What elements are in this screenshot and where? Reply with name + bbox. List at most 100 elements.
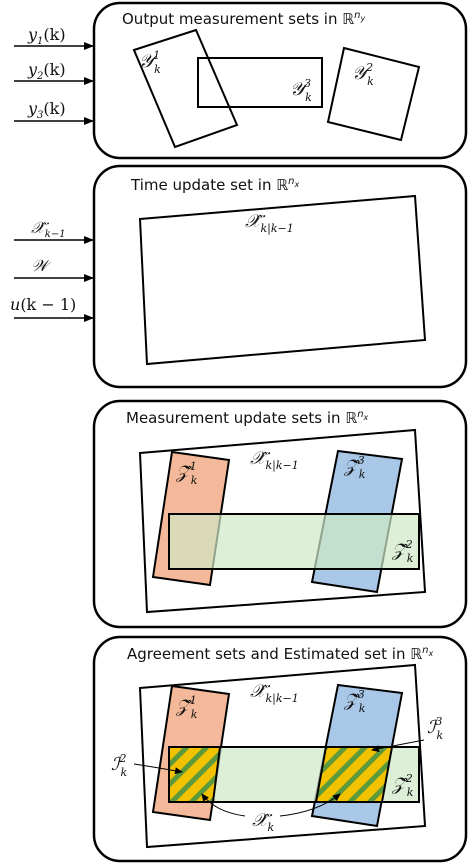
- set-z3-label: 𝒵̂: [343, 456, 362, 477]
- title-sup: n: [354, 10, 360, 21]
- set-y2: [326, 46, 421, 142]
- svg-text:Time update set in ℝnx: Time update set in ℝnx: [130, 176, 299, 194]
- svg-text:Agreement sets and Estimated s: Agreement sets and Estimated set in ℝnx: [127, 645, 433, 663]
- set-y3-sub: k: [305, 91, 312, 104]
- panel-time-update: Time update set in ℝnx 𝒳̂k|k−1: [92, 164, 468, 389]
- svg-text:𝒴1k: 𝒴1k: [139, 49, 161, 76]
- svg-text:y1(k): y1(k): [27, 25, 66, 47]
- set-z1-label: 𝒵̂: [175, 462, 194, 483]
- panel-frame: [92, 399, 468, 629]
- title-sup-sub: x: [293, 180, 299, 189]
- set-z3-label: 𝒵̂: [343, 690, 362, 711]
- set-y2-sup: 2: [365, 61, 373, 74]
- svg-text:𝒳̂k|k−1: 𝒳̂k|k−1: [250, 448, 299, 473]
- set-z1-sup: 1: [190, 694, 197, 707]
- input-y2-sub: 2: [36, 71, 43, 82]
- panel-measurement-update: Measurement update sets in ℝnx 𝒳̂k|k−1 𝒵…: [92, 399, 468, 629]
- svg-text:𝒳̂k−1: 𝒳̂k−1: [31, 218, 66, 240]
- input-u-arg: (k − 1): [20, 295, 76, 314]
- svg-text:𝒵̂2k: 𝒵̂2k: [391, 538, 414, 565]
- svg-text:𝒵̂3k: 𝒵̂3k: [343, 688, 366, 715]
- agreement-i2-sup: 2: [118, 752, 126, 765]
- inputs-output-measurements: y1(k) y2(k) y3(k): [14, 25, 94, 125]
- title-sup-sub: y: [359, 14, 365, 23]
- panel-title: Output measurement sets in ℝ: [122, 10, 354, 28]
- svg-text:𝒴2k: 𝒴2k: [352, 61, 374, 88]
- set-z2-label: 𝒵̂: [391, 540, 410, 561]
- set-z2-sup: 2: [405, 538, 413, 551]
- set-y2-sub: k: [367, 75, 374, 88]
- set-y3: [197, 57, 323, 108]
- pointer-i3: [371, 739, 425, 753]
- svg-text:𝒴3k: 𝒴3k: [290, 77, 312, 104]
- panel-frame: [92, 635, 468, 863]
- svg-text:𝒳̂k|k−1: 𝒳̂k|k−1: [250, 681, 299, 706]
- set-y3-sup: 3: [304, 77, 311, 90]
- svg-text:𝒳̂k: 𝒳̂k: [252, 810, 274, 834]
- title-sup-sub: x: [363, 413, 369, 422]
- svg-text:Output measurement sets in ℝny: Output measurement sets in ℝny: [122, 10, 365, 28]
- set-y1: [132, 28, 239, 149]
- set-z2-sup: 2: [405, 772, 413, 785]
- svg-text:y3(k): y3(k): [27, 99, 66, 121]
- svg-text:𝒵̂1k: 𝒵̂1k: [175, 460, 198, 487]
- set-z3-sub: k: [359, 702, 366, 715]
- agreement-i3-sub: k: [436, 729, 443, 742]
- panel-frame: [92, 1, 468, 160]
- panel-frame: [92, 164, 468, 389]
- input-y3-arg: (k): [43, 99, 65, 118]
- input-y3-name: y: [27, 99, 38, 118]
- title-sup: n: [288, 176, 294, 187]
- title-sup-sub: x: [427, 649, 433, 658]
- input-y1-name: y: [27, 25, 38, 44]
- set-z2: [168, 513, 420, 570]
- set-x-predicted-sub: k|k−1: [260, 222, 293, 236]
- svg-text:Measurement update sets in ℝnx: Measurement update sets in ℝnx: [126, 409, 369, 427]
- svg-text:𝒵̂3k: 𝒵̂3k: [343, 454, 366, 481]
- input-w-name: 𝒲: [31, 256, 52, 275]
- set-z1-sub: k: [191, 708, 198, 721]
- set-z1-sub: k: [191, 474, 198, 487]
- agreement-set-i3: [314, 746, 394, 803]
- input-y1-sub: 1: [37, 36, 43, 47]
- set-y1-sup: 1: [153, 49, 160, 62]
- set-z2-sub: k: [407, 552, 414, 565]
- title-sup: n: [357, 409, 363, 420]
- set-x-predicted: [138, 428, 427, 614]
- title-sup: n: [422, 645, 428, 656]
- set-z2-label: 𝒵̂: [391, 774, 410, 795]
- panel-title: Agreement sets and Estimated set in ℝ: [127, 645, 422, 663]
- set-y1-sub: k: [154, 63, 161, 76]
- set-x-predicted-sub: k|k−1: [265, 459, 298, 473]
- set-x-predicted-sub: k|k−1: [265, 692, 298, 706]
- input-y2-arg: (k): [43, 60, 65, 79]
- set-x-predicted: [138, 194, 427, 366]
- input-y1-arg: (k): [43, 25, 65, 44]
- set-z3-sup: 3: [358, 688, 365, 701]
- svg-text:𝒵̂1k: 𝒵̂1k: [175, 694, 198, 721]
- estimate-sub: k: [267, 821, 274, 834]
- input-u-name: u: [10, 295, 20, 314]
- panel-title: Time update set in ℝ: [130, 176, 288, 194]
- input-y3-sub: 3: [37, 110, 43, 121]
- inputs-time-update: 𝒳̂k−1 𝒲 u(k − 1): [10, 218, 94, 322]
- set-z1-sup: 1: [190, 460, 197, 473]
- set-x-predicted: [138, 663, 427, 849]
- pointer-estimate-right: [279, 793, 341, 817]
- pointer-i2: [133, 763, 183, 775]
- svg-text:y2(k): y2(k): [27, 60, 66, 82]
- set-z3-sup: 3: [358, 454, 365, 467]
- agreement-i3-sup: 3: [435, 715, 442, 728]
- svg-text:𝒵̂2k: 𝒵̂2k: [391, 772, 414, 799]
- svg-text:u(k − 1): u(k − 1): [10, 295, 76, 314]
- input-y2-name: y: [27, 60, 38, 79]
- svg-text:ℐ2k: ℐ2k: [111, 752, 127, 779]
- panel-agreement-estimated: Agreement sets and Estimated set in ℝnx …: [92, 635, 468, 863]
- panel-title: Measurement update sets in ℝ: [126, 409, 357, 427]
- input-x-prev-sub: k−1: [45, 229, 66, 240]
- set-z1-label: 𝒵̂: [175, 696, 194, 717]
- agreement-i2-sub: k: [120, 766, 127, 779]
- pointer-estimate-left: [201, 793, 246, 817]
